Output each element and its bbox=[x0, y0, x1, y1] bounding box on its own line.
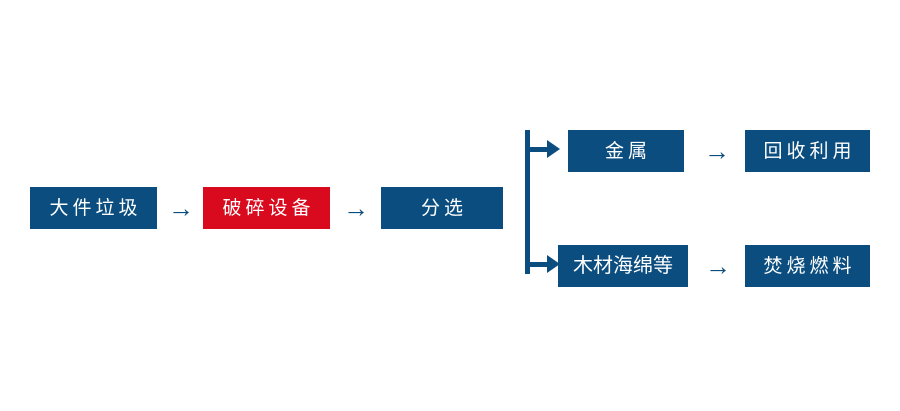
arrow-right-icon: → bbox=[168, 193, 194, 223]
arrow-metal-to-recycling: → bbox=[692, 137, 742, 165]
node-metal-label: 金属 bbox=[604, 140, 651, 162]
arrow-right-icon: → bbox=[705, 251, 731, 281]
node-recycling-reuse[interactable]: 回收利用 bbox=[745, 130, 870, 172]
node-wood-sponge-etc-label: 木材海绵等 bbox=[573, 255, 673, 277]
node-sorting[interactable]: 分选 bbox=[381, 187, 503, 229]
node-bulky-waste[interactable]: 大件垃圾 bbox=[30, 187, 157, 229]
node-wood-sponge-etc[interactable]: 木材海绵等 bbox=[558, 245, 688, 287]
node-metal[interactable]: 金属 bbox=[568, 130, 684, 172]
arrow-crusher-to-sorting: → bbox=[333, 194, 379, 222]
branch-stub-lower bbox=[525, 262, 547, 267]
node-recycling-reuse-label: 回收利用 bbox=[763, 140, 856, 162]
node-incineration-fuel-label: 焚烧燃料 bbox=[763, 255, 856, 277]
node-incineration-fuel[interactable]: 焚烧燃料 bbox=[745, 245, 870, 287]
node-bulky-waste-label: 大件垃圾 bbox=[49, 197, 142, 219]
arrow-wood-to-incineration: → bbox=[694, 252, 742, 280]
branch-arrowhead-lower-icon bbox=[547, 255, 560, 273]
arrow-right-icon: → bbox=[343, 193, 369, 223]
branch-arrowhead-upper-icon bbox=[547, 140, 560, 158]
node-crushing-equipment-label: 破碎设备 bbox=[222, 197, 315, 219]
branch-spine bbox=[525, 130, 530, 274]
arrow-right-icon: → bbox=[704, 136, 730, 166]
branch-stub-upper bbox=[525, 147, 547, 152]
arrow-waste-to-crusher: → bbox=[160, 194, 202, 222]
node-crushing-equipment[interactable]: 破碎设备 bbox=[203, 187, 330, 229]
node-sorting-label: 分选 bbox=[420, 197, 467, 219]
